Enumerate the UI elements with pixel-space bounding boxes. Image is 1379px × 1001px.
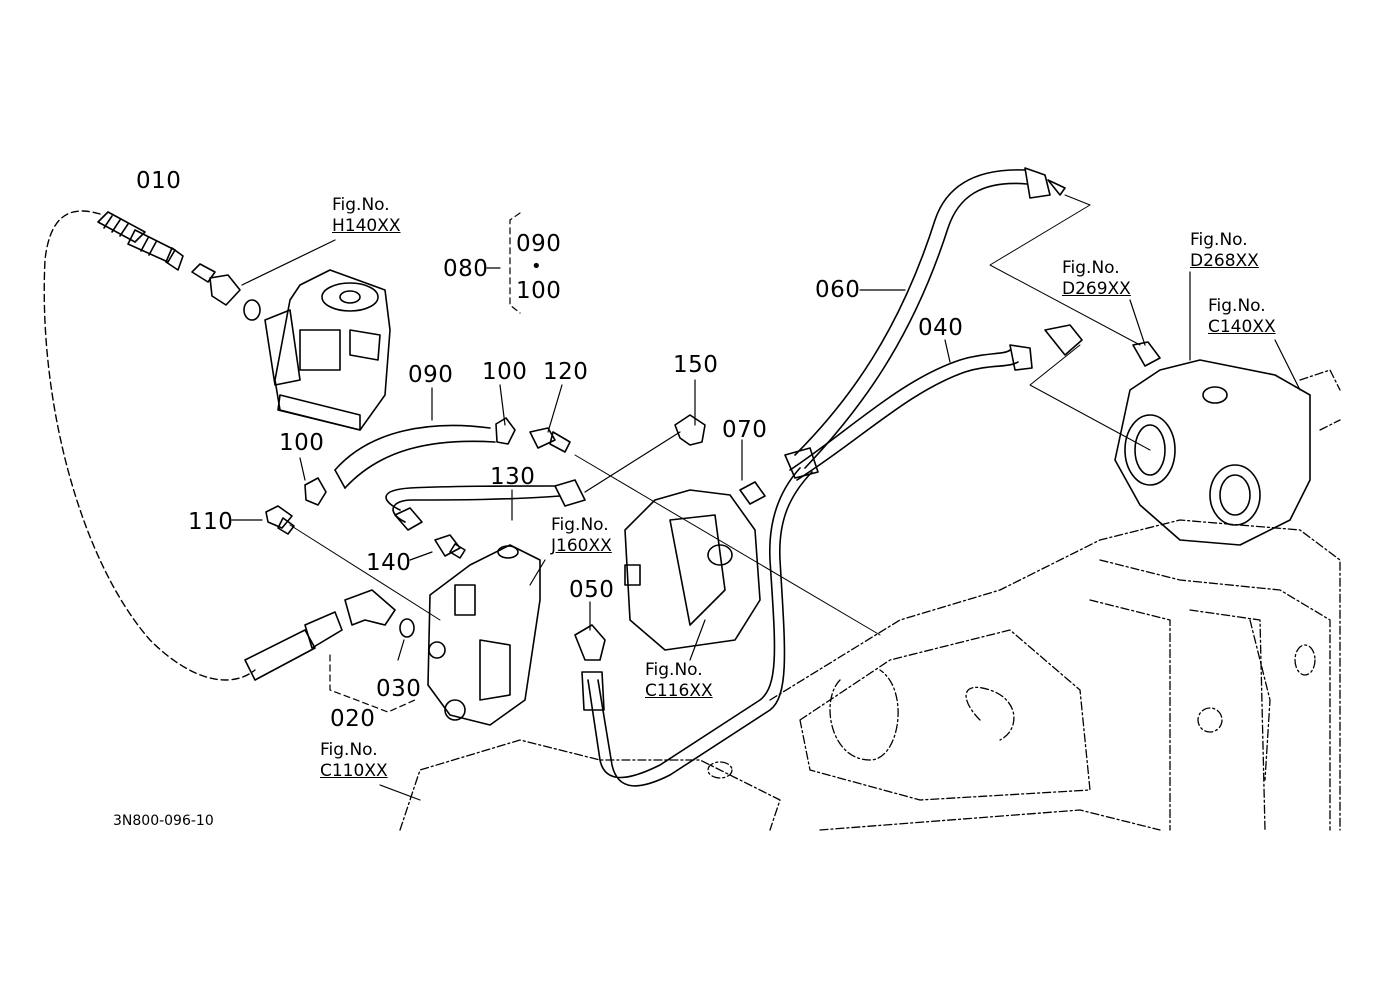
label-090-group: 090	[516, 231, 562, 257]
fig-ref-header: Fig.No.	[320, 740, 378, 760]
leader-j160	[529, 559, 546, 586]
leader-c116	[689, 619, 706, 661]
fig-ref-header: Fig.No.	[645, 660, 703, 680]
fig-ref-code[interactable]: C140XX	[1208, 317, 1276, 338]
connector-lines	[989, 194, 1141, 346]
fitting-d269	[1132, 341, 1161, 367]
housing-d268	[1114, 359, 1311, 546]
fitting-140	[434, 534, 466, 559]
transmission-case	[399, 369, 1341, 831]
fig-ref-header: Fig.No.	[1190, 230, 1248, 250]
leader-d269	[1129, 299, 1146, 346]
pipe-050	[587, 467, 813, 787]
pipe-130	[385, 485, 561, 523]
fig-ref-c116[interactable]: Fig.No. C116XX	[645, 660, 713, 703]
fig-ref-code[interactable]: D269XX	[1062, 279, 1131, 300]
hose-090	[334, 424, 496, 489]
fig-ref-c140[interactable]: Fig.No. C140XX	[1208, 296, 1276, 339]
group-separator: •	[531, 256, 542, 277]
label-010: 010	[136, 168, 182, 194]
leader-h140	[241, 239, 336, 286]
fig-ref-h140[interactable]: Fig.No. H140XX	[332, 195, 401, 238]
label-120: 120	[543, 359, 589, 385]
label-020: 020	[330, 706, 376, 732]
label-100-upper: 100	[482, 359, 528, 385]
fig-ref-code[interactable]: D268XX	[1190, 251, 1259, 272]
fig-ref-header: Fig.No.	[1208, 296, 1266, 316]
hose-end-020	[244, 589, 396, 681]
fig-ref-header: Fig.No.	[332, 195, 390, 215]
clamp-100-upper	[495, 417, 516, 445]
steering-unit-h140	[264, 269, 391, 431]
label-070: 070	[722, 417, 768, 443]
fig-ref-header: Fig.No.	[551, 515, 609, 535]
fig-ref-code[interactable]: C110XX	[320, 761, 388, 782]
o-ring-030	[399, 618, 415, 638]
label-030: 030	[376, 676, 422, 702]
label-100-group: 100	[516, 278, 562, 304]
label-060: 060	[815, 277, 861, 303]
leader-100b	[299, 457, 306, 481]
leader-120	[547, 384, 563, 433]
fitting-110	[265, 505, 295, 535]
leader-c110	[379, 784, 421, 801]
fitting-010	[97, 211, 184, 271]
fig-ref-code[interactable]: H140XX	[332, 216, 401, 237]
fig-ref-d268[interactable]: Fig.No. D268XX	[1190, 230, 1259, 273]
fig-ref-header: Fig.No.	[1062, 258, 1120, 278]
fig-ref-code[interactable]: J160XX	[551, 536, 612, 557]
adapter-fitting	[191, 263, 261, 321]
pipe-060	[794, 169, 1028, 469]
hose-outline-dashed	[43, 210, 256, 681]
label-090: 090	[408, 362, 454, 388]
label-130: 130	[490, 464, 536, 490]
distributor-c116	[624, 489, 761, 651]
valve-j160	[427, 544, 541, 726]
fig-ref-d269[interactable]: Fig.No. D269XX	[1062, 258, 1131, 301]
leader-140	[409, 551, 433, 561]
label-150: 150	[673, 352, 719, 378]
fitting-070	[739, 481, 766, 505]
pipe-040	[789, 349, 1019, 481]
label-040: 040	[918, 315, 964, 341]
fig-ref-c110[interactable]: Fig.No. C110XX	[320, 740, 388, 783]
label-140: 140	[366, 550, 412, 576]
bracket-080	[509, 212, 521, 314]
elbow-050	[574, 624, 606, 661]
clamp-100-lower	[304, 477, 327, 506]
fitting-120	[529, 427, 571, 453]
leader-c140	[1274, 339, 1301, 391]
fig-ref-j160[interactable]: Fig.No. J160XX	[551, 515, 612, 558]
leader-040	[944, 339, 951, 363]
label-110: 110	[188, 509, 234, 535]
bracket-020	[329, 654, 416, 713]
label-100-lower: 100	[279, 430, 325, 456]
label-050: 050	[569, 577, 615, 603]
elbow-150	[674, 414, 706, 446]
fig-ref-code[interactable]: C116XX	[645, 681, 713, 702]
label-080: 080	[443, 256, 489, 282]
document-id: 3N800-096-10	[113, 813, 214, 829]
leader-030	[397, 639, 405, 661]
